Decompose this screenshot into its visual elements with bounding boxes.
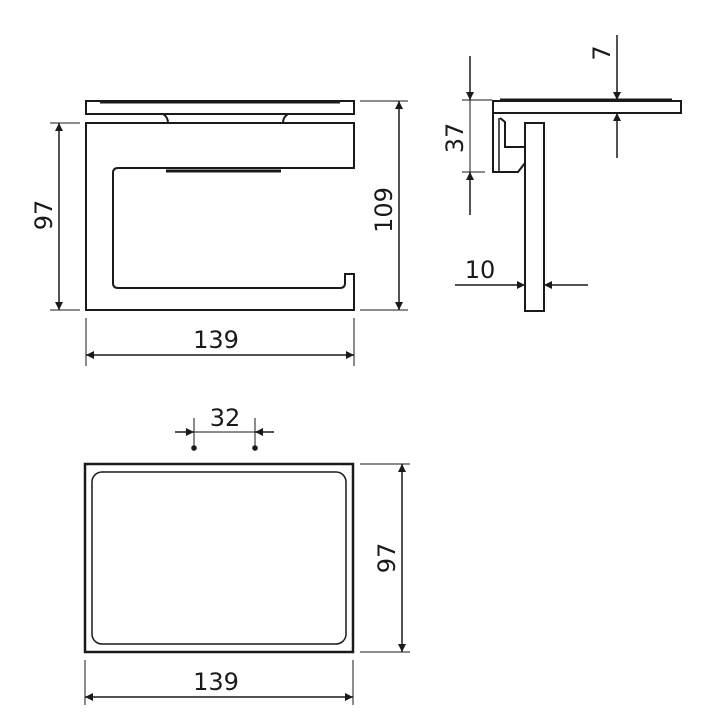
front-total-height-label: 109 — [370, 187, 398, 233]
front-height-label: 97 — [30, 200, 58, 231]
c-holder — [85, 122, 355, 311]
side-bracket — [492, 113, 526, 173]
side-shelf-thickness-label: 7 — [588, 45, 616, 60]
front-view — [50, 100, 408, 366]
side-bracket-height-label: 37 — [441, 123, 469, 154]
top-depth-label: 97 — [373, 543, 401, 574]
top-outer-rect — [83, 462, 355, 654]
top-inner-rect — [91, 471, 347, 645]
front-width-label: 139 — [193, 326, 239, 354]
side-arm-thickness-label: 10 — [465, 256, 496, 284]
side-arm — [524, 122, 545, 312]
top-hole-spacing-label: 32 — [210, 404, 241, 432]
side-view — [455, 35, 682, 312]
top-width-label: 139 — [193, 668, 239, 696]
top-view — [83, 418, 410, 705]
bracket-neck — [162, 113, 289, 124]
side-shelf — [492, 100, 682, 114]
